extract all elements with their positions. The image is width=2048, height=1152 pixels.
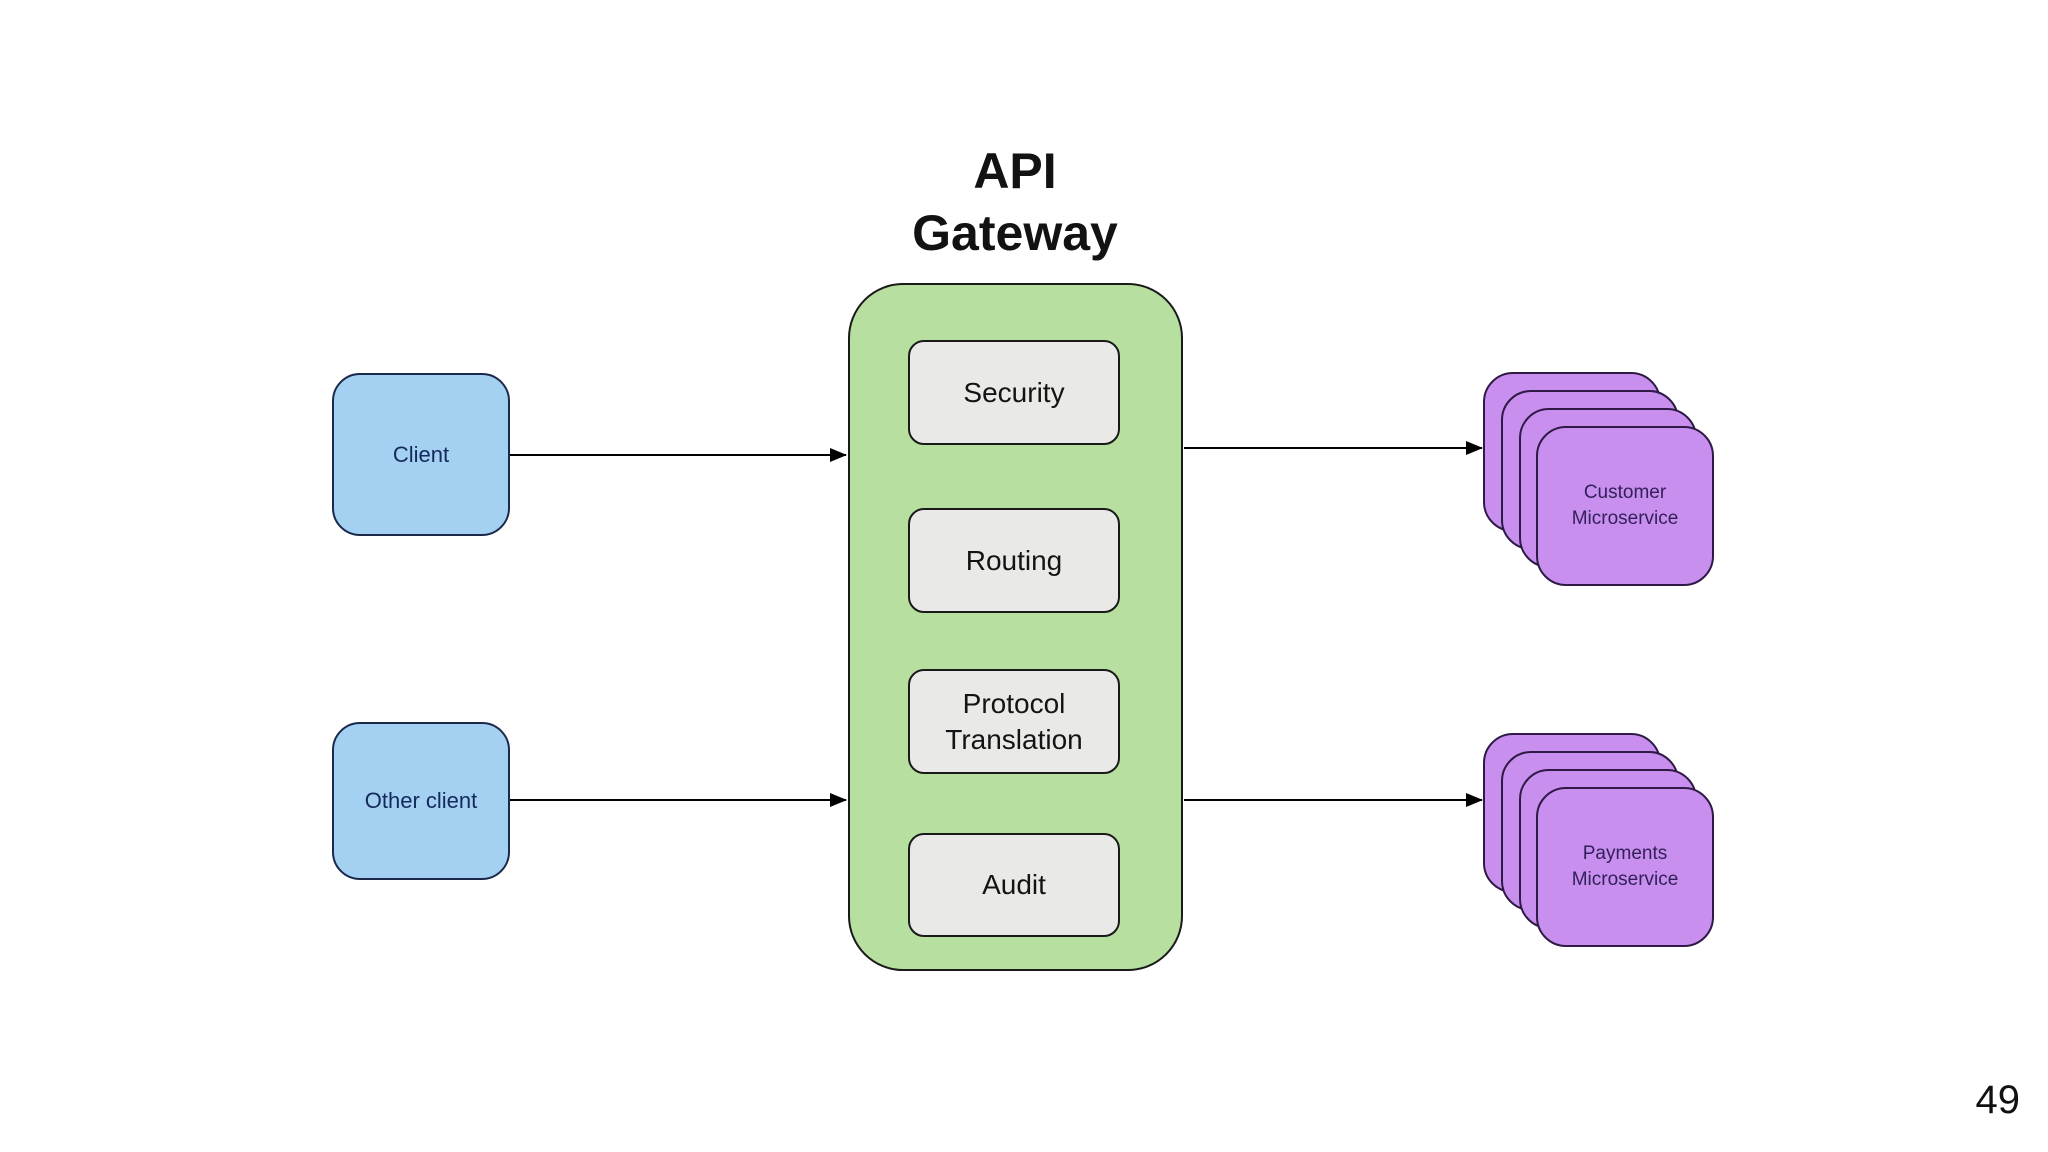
arrow-gateway-to-customer-microservice [1184,441,1483,455]
gateway-module-audit-label: Audit [982,869,1046,900]
payments-microservice-stack: Payments Microservice [1483,733,1715,948]
arrow-gateway-to-payments-microservice [1184,793,1483,807]
arrow-client-to-gateway [510,448,847,462]
api-gateway-title-line1: API [973,143,1057,199]
gateway-module-security: Security [908,340,1120,445]
payments-microservice-node: Payments Microservice [1536,787,1714,947]
gateway-module-routing-label: Routing [965,544,1063,576]
customer-microservice-stack: Customer Microservice [1483,372,1715,587]
payments-microservice-label: Payments Microservice [1571,843,1679,890]
gateway-module-protocol-translation: Protocol Translation [908,669,1120,774]
api-gateway-title: API Gateway [865,140,1165,264]
other-client-node: Other client [332,722,510,880]
client-node-label: Client [392,441,450,467]
gateway-module-protocol-translation-label: Protocol Translation [945,687,1083,755]
other-client-node-label: Other client [364,788,478,813]
arrow-other-client-to-gateway [510,793,847,807]
client-node: Client [332,373,510,536]
gateway-module-audit: Audit [908,833,1120,937]
gateway-module-security-label: Security [963,376,1065,408]
customer-microservice-node: Customer Microservice [1536,426,1714,586]
gateway-module-routing: Routing [908,508,1120,613]
api-gateway-title-line2: Gateway [912,205,1118,261]
customer-microservice-label: Customer Microservice [1571,482,1679,529]
page-number: 49 [1975,1078,2021,1122]
